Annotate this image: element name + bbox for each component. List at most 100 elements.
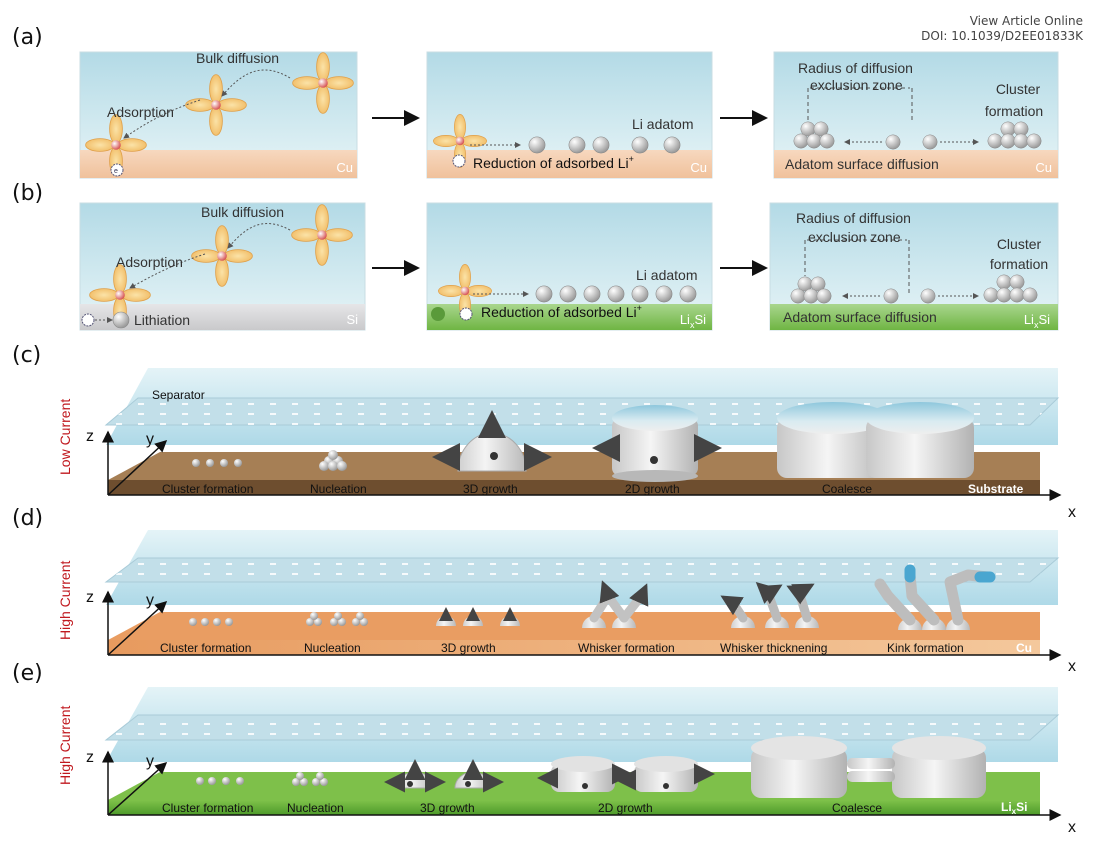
stage-label: Cluster formation [160, 641, 251, 655]
li-adatom [885, 134, 901, 150]
li-adatom [631, 136, 649, 154]
li-adatom [528, 136, 546, 154]
panel-c-scene: z y x Separator [86, 368, 1076, 521]
substrate-label: Substrate [968, 482, 1024, 496]
x-axis-label: x [1068, 504, 1076, 521]
li-adatom [592, 136, 610, 154]
li-adatom [607, 285, 625, 303]
y-axis-label: y [146, 592, 154, 609]
stage-label: Nucleation [310, 482, 367, 496]
panel-b-box-2: Li adatom Reduction of adsorbed Li+ LixS… [426, 202, 713, 331]
stage-label: Nucleation [287, 801, 344, 815]
panel-b-box-1: Bulk diffusion Adsorption Lithiation Si [79, 202, 366, 331]
li-adatom [559, 285, 577, 303]
radius-label-line1: Radius of diffusion [796, 210, 911, 226]
3d-growth-stage [432, 410, 552, 472]
li-adatom [922, 134, 938, 150]
doi-label: DOI: 10.1039/D2EE01833K [921, 29, 1083, 43]
nucleation-stage [292, 772, 328, 786]
cluster-stage [189, 618, 233, 626]
y-axis-label: y [146, 431, 154, 448]
2d-growth-stage [537, 756, 715, 792]
bulk-diffusion-label: Bulk diffusion [196, 50, 279, 66]
x-axis-label: x [1068, 658, 1076, 675]
adsorption-label: Adsorption [107, 104, 174, 120]
svg-text:e: e [114, 168, 118, 175]
panel-a-label: (a) [12, 25, 43, 50]
stage-label: Cluster formation [162, 482, 253, 496]
substrate-label: LixSi [1024, 312, 1050, 330]
x-axis-label: x [1068, 819, 1076, 836]
substrate-label: Cu [1035, 160, 1052, 175]
2d-growth-stage [592, 405, 722, 482]
separator-label: Separator [152, 388, 205, 402]
z-axis-label: z [86, 749, 94, 766]
stage-label: Cluster formation [162, 801, 253, 815]
li-adatom [679, 285, 697, 303]
panel-b-label: (b) [12, 181, 43, 206]
y-axis-label: y [146, 753, 154, 770]
li-adatom [663, 136, 681, 154]
substrate-label: Cu [1016, 641, 1032, 655]
substrate-front [108, 480, 1040, 495]
substrate-label: LixSi [1001, 800, 1027, 816]
current-label: Low Current [57, 399, 73, 475]
stage-label: Coalesce [832, 801, 882, 815]
reduction-label: Reduction of adsorbed Li+ [481, 303, 642, 320]
whisker-formation-stage [582, 580, 649, 628]
panel-e-label: (e) [12, 661, 43, 686]
panel-d-label: (d) [12, 506, 43, 531]
stage-label: Kink formation [887, 641, 964, 655]
cluster-label-line1: Cluster [996, 81, 1041, 97]
cluster-label-line1: Cluster [997, 236, 1042, 252]
panel-e-scene: z y x [86, 687, 1076, 836]
bulk-diffusion-label: Bulk diffusion [201, 204, 284, 220]
cluster-stage [196, 777, 244, 785]
stage-label: Nucleation [304, 641, 361, 655]
cluster-label-line2: formation [985, 103, 1043, 119]
current-label: High Current [57, 706, 73, 785]
panel-b-box-3: Radius of diffusion exclusion zone Clust… [769, 202, 1059, 331]
stage-label: Whisker thicknening [720, 641, 827, 655]
cluster-label-line2: formation [990, 256, 1048, 272]
radius-label-line2: exclusion zone [808, 229, 901, 245]
stage-label: Whisker formation [578, 641, 675, 655]
li-adatom [568, 136, 586, 154]
3d-growth-stage [436, 607, 520, 626]
kink-formation-stage [874, 564, 996, 630]
substrate-label: Cu [336, 160, 353, 175]
panel-c-label: (c) [12, 343, 41, 368]
z-axis-label: z [86, 428, 94, 445]
surface-diffusion-label: Adatom surface diffusion [785, 156, 939, 172]
li-adatom [583, 285, 601, 303]
li-adatom [883, 288, 899, 304]
stage-label: Coalesce [822, 482, 872, 496]
radius-label-line1: Radius of diffusion [798, 60, 913, 76]
stage-label: 3D growth [463, 482, 518, 496]
radius-label-line2: exclusion zone [810, 77, 903, 93]
panel-a-box-3: Radius of diffusion exclusion zone Clust… [773, 51, 1059, 179]
3d-growth-stage [384, 759, 504, 793]
li-adatom [920, 288, 936, 304]
panel-a-box-2: Li adatom Reduction of adsorbed Li+ Cu [426, 51, 713, 179]
li-adatom [655, 285, 673, 303]
coalesce-stage [751, 736, 986, 798]
substrate-front [108, 640, 1040, 655]
substrate-label: Si [346, 312, 358, 327]
panel-d-scene: z y x [86, 530, 1076, 675]
y-axis [107, 600, 168, 656]
substrate-label: Cu [690, 160, 707, 175]
li-adatom [535, 285, 553, 303]
stage-label: 3D growth [420, 801, 475, 815]
cluster-stage [192, 459, 242, 467]
panel-a-box-1: e Bulk diffusion Adsorption Cu [79, 50, 358, 179]
whisker-thickening-stage [720, 581, 819, 628]
stage-label: 2D growth [625, 482, 680, 496]
substrate-front [108, 800, 1040, 815]
stage-label: 2D growth [598, 801, 653, 815]
view-article-online[interactable]: View Article Online [969, 14, 1083, 28]
stage-label: 3D growth [441, 641, 496, 655]
li-adatom-label: Li adatom [632, 116, 693, 132]
current-label: High Current [57, 561, 73, 640]
